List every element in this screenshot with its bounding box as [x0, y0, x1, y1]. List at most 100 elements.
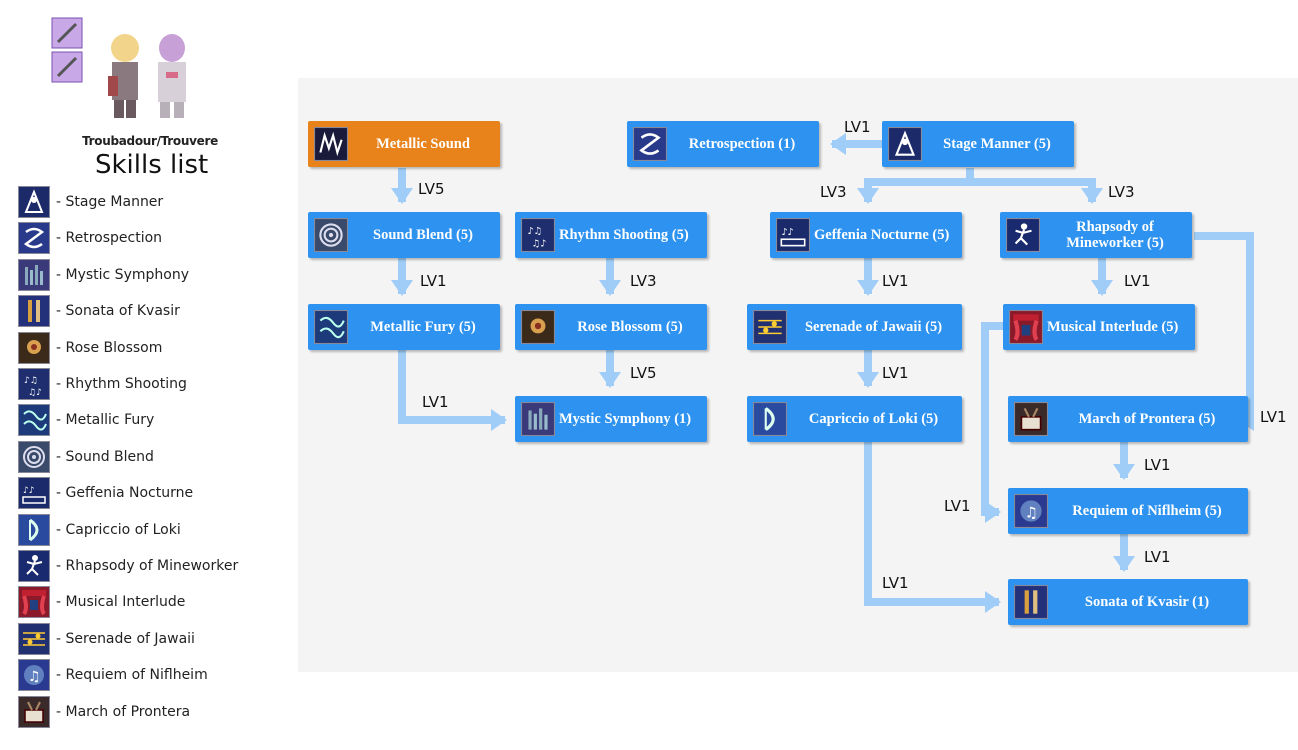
skill-node-stage-manner[interactable]: Stage Manner (5): [882, 121, 1074, 167]
character-sprites: [51, 17, 186, 118]
svg-text:♫♪: ♫♪: [532, 239, 547, 250]
legend-item: - Musical Interlude: [18, 586, 288, 619]
skill-node-sonata-kvasir[interactable]: Sonata of Kvasir (1): [1008, 579, 1248, 625]
mystic-symphony-icon: [18, 258, 50, 291]
metallic-fury-icon: [18, 404, 50, 437]
skill-node-mystic-symphony[interactable]: Mystic Symphony (1): [515, 396, 707, 442]
skill-node-label: Serenade of Jawaii (5): [804, 319, 943, 335]
legend-item: ♪♫♫♪ - Rhythm Shooting: [18, 368, 288, 400]
legend-label: - Serenade of Jawaii: [56, 630, 195, 647]
arrow-rhapsody-to-march: [1194, 232, 1254, 431]
skill-node-label: Rhythm Shooting (5): [559, 227, 689, 243]
legend-item: - Stage Manner: [18, 186, 288, 218]
skill-node-metallic-fury[interactable]: Metallic Fury (5): [308, 304, 500, 350]
svg-text:♪♪: ♪♪: [23, 486, 35, 496]
class-name: Troubadour/Trouvere: [82, 134, 218, 148]
rhapsody-of-mineworker-icon: [18, 550, 50, 582]
legend-label: - Rhythm Shooting: [56, 376, 187, 392]
legend-label: - Metallic Fury: [56, 412, 155, 429]
mystic-symphony-icon: [521, 402, 555, 436]
requiem-of-niflheim-icon: ♫: [1014, 494, 1048, 528]
metallic-fury-icon: [314, 310, 348, 344]
sound-blend-icon: [18, 440, 50, 473]
skill-node-musical-interlude[interactable]: Musical Interlude (5): [1003, 304, 1195, 350]
skill-node-label: Sonata of Kvasir (1): [1084, 594, 1210, 610]
level-label: LV1: [882, 272, 909, 290]
skills-list-title: Skills list: [95, 150, 209, 180]
legend-label: - Stage Manner: [56, 194, 164, 210]
level-label: LV1: [1124, 272, 1151, 290]
retrospection-icon: [633, 127, 667, 161]
legend-item: - Metallic Fury: [18, 404, 288, 437]
geffenia-nocturne-icon: ♪♪: [776, 218, 810, 252]
skill-node-rhythm-shooting[interactable]: ♪♫♫♪Rhythm Shooting (5): [515, 212, 707, 258]
arrow-stage-manner-to-rhapsody: [970, 178, 1103, 204]
metallic-sound-icon: [314, 127, 348, 161]
retrospection-icon: [18, 222, 50, 255]
rose-blossom-icon: [521, 310, 555, 344]
level-label: LV1: [1144, 548, 1171, 566]
skill-node-geffenia-nocturne[interactable]: ♪♪Geffenia Nocturne (5): [770, 212, 962, 258]
requiem-of-niflheim-icon: ♫: [18, 659, 50, 692]
level-label: LV1: [944, 497, 971, 515]
svg-text:♫: ♫: [28, 669, 41, 685]
musical-interlude-icon: [18, 586, 50, 619]
arrow-stage-manner-to-branches: [857, 168, 974, 204]
skill-node-label: Stage Manner (5): [943, 136, 1051, 152]
capriccio-of-loki-icon: [18, 513, 50, 546]
rhythm-shooting-icon: ♪♫♫♪: [18, 368, 50, 400]
level-label: LV1: [1144, 456, 1171, 474]
legend-label: - Mystic Symphony: [56, 266, 189, 283]
sound-blend-icon: [314, 218, 348, 252]
skill-node-serenade-jawaii[interactable]: Serenade of Jawaii (5): [747, 304, 962, 350]
level-label: LV1: [1260, 408, 1287, 426]
level-label: LV5: [630, 364, 657, 382]
skill-node-metallic-sound[interactable]: Metallic Sound: [308, 121, 500, 167]
legend-label: - March of Prontera: [56, 703, 191, 720]
skill-node-rose-blossom[interactable]: Rose Blossom (5): [515, 304, 707, 350]
level-label: LV1: [420, 272, 447, 290]
legend-label: - Requiem of Niflheim: [56, 667, 208, 684]
skill-node-label: Mystic Symphony (1): [559, 411, 692, 427]
legend-item: ♪♪- Geffenia Nocturne: [18, 477, 288, 510]
legend-label: - Capriccio of Loki: [56, 521, 181, 538]
stage-manner-icon: [18, 186, 50, 218]
legend-label: - Sound Blend: [56, 448, 154, 465]
legend-label: - Rhapsody of Mineworker: [56, 558, 239, 574]
legend-item: - Sonata of Kvasir: [18, 295, 288, 328]
legend-item: - Rose Blossom: [18, 331, 288, 364]
serenade-of-jawaii-icon: [753, 310, 787, 344]
svg-text:♫♪: ♫♪: [28, 388, 42, 398]
skill-node-retrospection[interactable]: Retrospection (1): [627, 121, 819, 167]
legend-item: - March of Prontera: [18, 695, 288, 728]
rhapsody-of-mineworker-icon: [1006, 218, 1040, 252]
skill-node-label: Musical Interlude (5): [1047, 319, 1179, 335]
skill-node-march-prontera[interactable]: March of Prontera (5): [1008, 396, 1248, 442]
skill-node-label: Geffenia Nocturne (5): [814, 227, 950, 243]
skill-node-rhapsody-mineworker[interactable]: Rhapsody of Mineworker (5): [1000, 212, 1192, 258]
skill-node-label: Retrospection (1): [688, 136, 796, 152]
rhythm-shooting-icon: ♪♫♫♪: [521, 218, 555, 252]
legend-label: - Sonata of Kvasir: [56, 303, 180, 320]
skill-node-label: March of Prontera (5): [1078, 411, 1216, 427]
legend-item: - Sound Blend: [18, 440, 288, 473]
skills-sidebar: Troubadour/Trouvere Skills list - Stage …: [0, 0, 290, 750]
legend-label: - Musical Interlude: [56, 594, 186, 611]
skill-node-sound-blend[interactable]: Sound Blend (5): [308, 212, 500, 258]
skill-node-requiem-niflheim[interactable]: ♫Requiem of Niflheim (5): [1008, 488, 1248, 534]
level-label: LV3: [820, 183, 847, 201]
arrow-capriccio-to-sonata: [864, 442, 1001, 613]
legend-label: - Rose Blossom: [56, 339, 163, 356]
level-label: LV3: [1108, 183, 1135, 201]
arrow-interlude-to-requiem: [981, 322, 1003, 523]
sonata-of-kvasir-icon: [1014, 585, 1048, 619]
skill-node-capriccio-loki[interactable]: Capriccio of Loki (5): [747, 396, 962, 442]
sonata-of-kvasir-icon: [18, 295, 50, 328]
arrow-metallic-fury-to-mystic-symphony: [398, 350, 507, 431]
level-label: LV1: [882, 574, 909, 592]
level-label: LV1: [844, 118, 871, 136]
geffenia-nocturne-icon: ♪♪: [18, 477, 50, 510]
level-label: LV5: [418, 180, 445, 198]
march-of-prontera-icon: [18, 695, 50, 728]
skill-node-label: Rhapsody of Mineworker (5): [1066, 219, 1164, 251]
